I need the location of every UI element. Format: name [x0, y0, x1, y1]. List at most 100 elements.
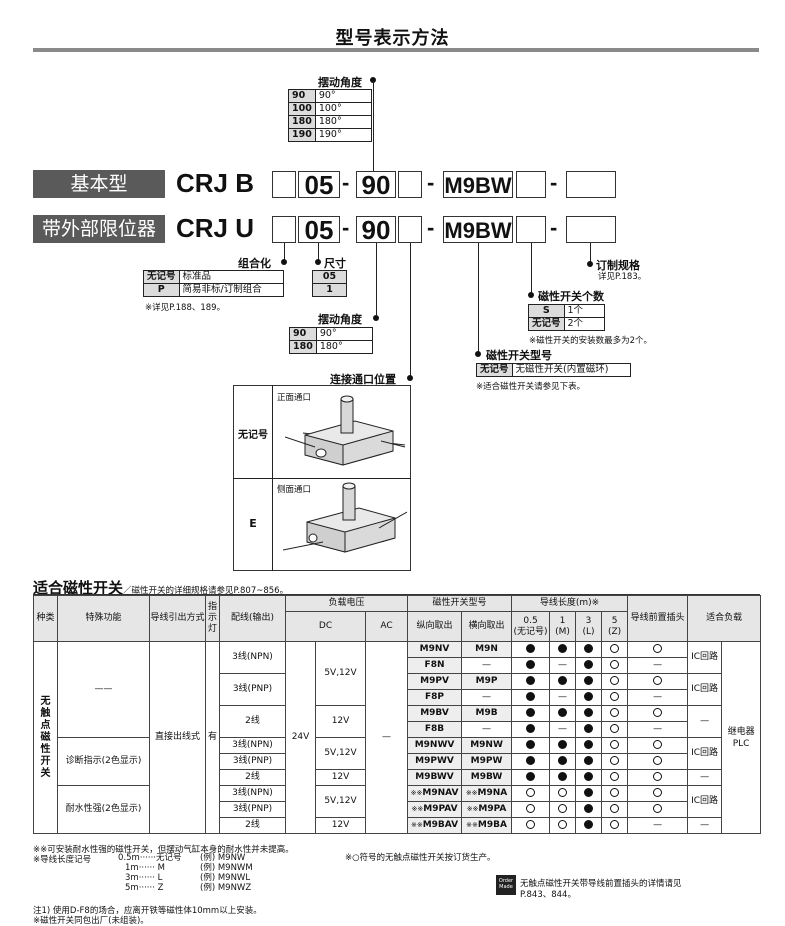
length-mark — [575, 641, 603, 658]
load-ic-cell: — — [687, 817, 723, 834]
load-ic-cell: IC回路 — [687, 785, 723, 818]
connector-mark — [627, 785, 689, 802]
length-mark — [549, 641, 577, 658]
length-mark — [575, 673, 603, 690]
footnote-5: ※磁性开关同包出厂(未组装)。 — [33, 916, 149, 926]
table-row: F8P——— — [34, 689, 761, 706]
wiring-cell: 直接出线式 — [149, 641, 206, 834]
model-vertical: ※※M9NAV — [407, 785, 463, 802]
model-horizontal: M9PW — [461, 753, 513, 770]
length-mark — [575, 753, 603, 770]
model-horizontal: — — [461, 689, 513, 706]
connector-mark — [627, 769, 689, 786]
length-mark — [601, 657, 629, 674]
footnote-1: ※※可安装耐水性强的磁性开关，但摆动气缸本身的耐水性并未提高。 — [33, 845, 294, 855]
model-horizontal: M9P — [461, 673, 513, 690]
load-ic-cell: IC回路 — [687, 673, 723, 706]
footnote-2: ※导线长度记号 — [33, 855, 92, 865]
leader-line — [373, 81, 374, 171]
dc-24v-cell: 24V — [285, 641, 316, 834]
model-vertical: M9PWV — [407, 753, 463, 770]
length-mark — [511, 689, 551, 706]
length-mark — [511, 721, 551, 738]
switch-count-note: ※磁性开关的安装数最多为2个。 — [529, 336, 653, 346]
port-label: 连接通口位置 — [330, 373, 396, 386]
swing-angle-top-label: 摆动角度 — [318, 76, 362, 89]
custom-box — [566, 216, 616, 243]
length-mark — [575, 737, 603, 754]
length-mark — [601, 769, 629, 786]
length-mark: — — [549, 721, 577, 738]
length-mark: — — [549, 657, 577, 674]
length-mark — [511, 817, 551, 834]
custom-box — [566, 171, 616, 198]
title-divider — [33, 48, 759, 52]
table-row: 3线(PNP)※※M9PAV※※M9PA — [34, 801, 761, 818]
length-mark — [511, 705, 551, 722]
model-horizontal: M9BW — [461, 769, 513, 786]
combo-box — [272, 171, 296, 198]
model-horizontal: M9NW — [461, 737, 513, 754]
combo-label: 组合化 — [238, 257, 271, 270]
switch-count-label: 磁性开关个数 — [538, 290, 604, 303]
length-mark — [511, 785, 551, 802]
switch-type-label: 磁性开关型号 — [486, 349, 552, 362]
count-box — [516, 216, 546, 243]
model-vertical: M9NWV — [407, 737, 463, 754]
model-horizontal: ※※M9NA — [461, 785, 513, 802]
length-mark — [549, 817, 577, 834]
combo-box — [272, 216, 296, 243]
limiter-model: CRJ U — [176, 213, 255, 243]
basic-angle: 90 — [356, 171, 396, 199]
count-box — [516, 171, 546, 198]
limiter-size: 05 — [298, 216, 340, 244]
load-ic-cell: — — [687, 769, 723, 786]
length-mark — [549, 705, 577, 722]
length-mark — [601, 673, 629, 690]
connector-mark: — — [627, 689, 689, 706]
length-mark: — — [549, 689, 577, 706]
port-side-caption: 侧面通口 — [277, 485, 312, 495]
length-mark — [575, 785, 603, 802]
combo-note: ※详见P.188、189。 — [145, 303, 226, 313]
switch-section-header: 适合磁性开关／磁性开关的详细规格请参见P.807~856。 — [33, 577, 288, 598]
footnote-6: 无触点磁性开关带导线前置插头的详情请见 — [520, 879, 682, 889]
switch-table: 种类 特殊功能 导线引出方式 指示灯 配线(输出) 负载电压 磁性开关型号 导线… — [33, 595, 762, 834]
length-mark — [575, 769, 603, 786]
length-mark — [549, 801, 577, 818]
footnote-7: P.843、844。 — [520, 890, 576, 900]
load-ic-cell: IC回路 — [687, 641, 723, 674]
length-mark — [549, 753, 577, 770]
length-mark — [549, 673, 577, 690]
length-mark — [511, 657, 551, 674]
port-front-key: 无记号 — [238, 430, 268, 441]
length-mark — [601, 641, 629, 658]
kind-cell: 无触点磁性开关 — [33, 641, 58, 834]
connector-mark — [627, 673, 689, 690]
custom-label: 订制规格 — [596, 259, 640, 272]
function-cell: 诊断指示(2色显示) — [57, 737, 150, 786]
model-vertical: F8P — [407, 689, 463, 706]
length-mark — [575, 689, 603, 706]
length-mark — [575, 705, 603, 722]
limiter-switch: M9BW — [443, 216, 513, 243]
basic-switch: M9BW — [443, 171, 513, 198]
callout-dot — [370, 77, 376, 83]
length-mark — [549, 769, 577, 786]
order-made-icon: Order Made — [496, 875, 516, 895]
connector-mark — [627, 737, 689, 754]
port-front-caption: 正面通口 — [277, 393, 312, 403]
model-horizontal: M9N — [461, 641, 513, 658]
footnote-4: 注1) 使用D-F8的场合，应离开铁等磁性体10mm以上安装。 — [33, 906, 262, 916]
side-port-actuator-drawing — [283, 482, 407, 553]
basic-model: CRJ B — [176, 168, 255, 198]
length-mark — [511, 769, 551, 786]
length-mark — [601, 817, 629, 834]
switch-section-subtitle: ／磁性开关的详细规格请参见P.807~856。 — [123, 586, 289, 596]
